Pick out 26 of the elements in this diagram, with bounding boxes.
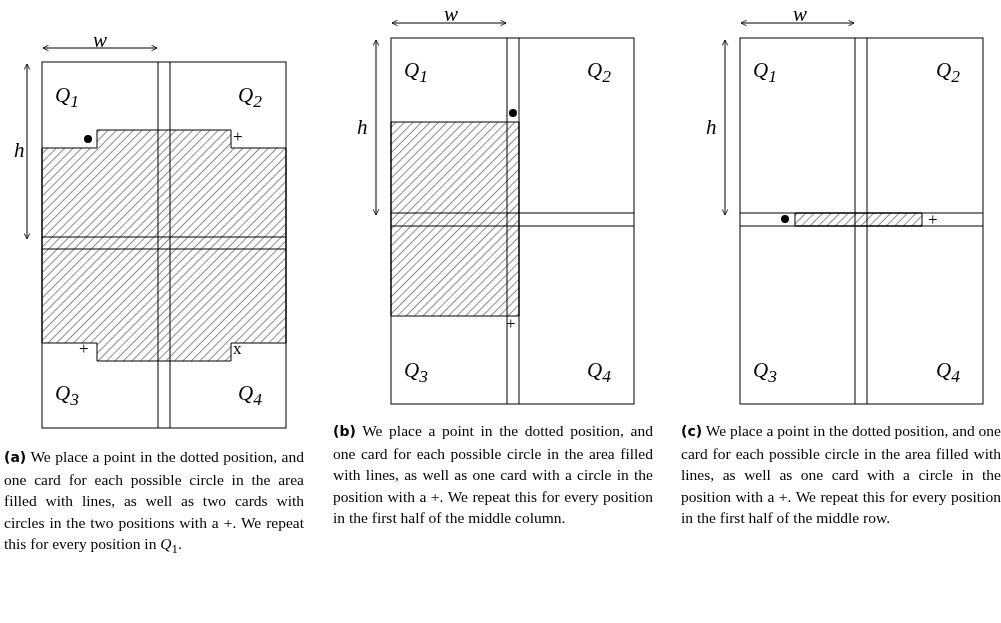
- quadrant-label: Q$_{4}$: [238, 383, 262, 409]
- quadrant-label: Q$_{1}$: [404, 60, 428, 86]
- plus-mark: +: [506, 315, 516, 332]
- width-label: w: [93, 30, 107, 51]
- quadrant-label: Q$_{2}$: [936, 60, 960, 86]
- height-label: h: [357, 117, 368, 138]
- height-label: h: [706, 117, 717, 138]
- height-label: h: [14, 140, 25, 161]
- quadrant-label: Q$_{1}$: [753, 60, 777, 86]
- quadrant-label: Q$_{2}$: [587, 60, 611, 86]
- caption: (c) We place a point in the dotted position, and one card for each possible circle in the area filled with lines, as well as one card with a circle in the position with a +. We repeat this for every position in the first half of the middle row.: [681, 421, 1001, 528]
- width-label: w: [444, 4, 458, 25]
- plus-mark: +: [79, 340, 89, 357]
- quadrant-label: Q$_{3}$: [753, 360, 777, 386]
- plus-mark: +: [928, 211, 938, 228]
- quadrant-label: Q$_{4}$: [587, 360, 611, 386]
- caption: (a) We place a point in the dotted position, and one card for each possible circle in the area filled with lines, as well as two cards with circles in the two positions with a +. We repeat this for every position in Q$_{1}$.: [4, 447, 304, 559]
- caption: (b) We place a point in the dotted position, and one card for each possible circle in the area filled with lines, as well as one card with a circle in the position with a +. We repeat this for every position in the first half of the middle column.: [333, 421, 653, 528]
- quadrant-label: Q$_{3}$: [404, 360, 428, 386]
- quadrant-label: Q$_{4}$: [936, 360, 960, 386]
- quadrant-label: Q$_{3}$: [55, 383, 79, 409]
- quadrant-label: Q$_{1}$: [55, 85, 79, 111]
- quadrant-label: Q$_{2}$: [238, 85, 262, 111]
- width-label: w: [793, 4, 807, 25]
- cross-mark: x: [233, 340, 242, 357]
- plus-mark: +: [233, 128, 243, 145]
